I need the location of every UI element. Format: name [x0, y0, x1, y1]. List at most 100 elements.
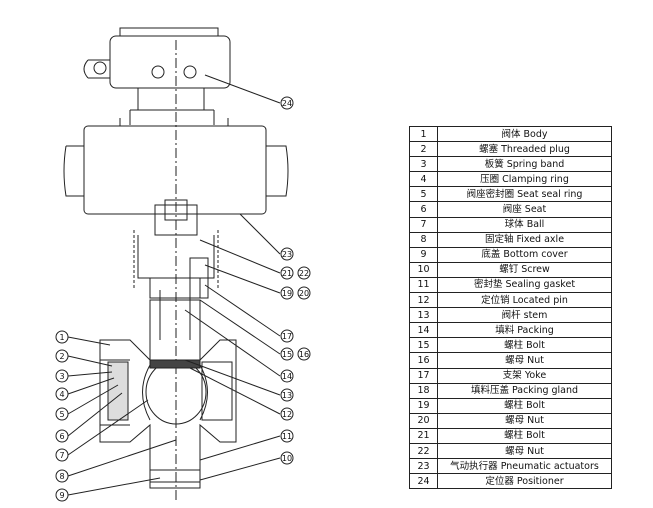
part-name: 气动执行器 Pneumatic actuators	[437, 458, 612, 475]
callout-15: 15	[282, 350, 292, 359]
part-name: 定位销 Located pin	[437, 292, 612, 309]
leader-lines-left	[67, 336, 177, 496]
part-name: 螺母 Nut	[437, 412, 612, 429]
callout-13: 13	[282, 391, 292, 400]
valve-body	[99, 299, 237, 489]
part-number: 4	[409, 171, 438, 188]
part-number: 17	[409, 367, 438, 384]
part-name: 板簧 Spring band	[437, 156, 612, 173]
part-number: 20	[409, 412, 438, 429]
callouts-right: 24 23 21 22 19 20 17 15 16 14 13 12 11 1…	[280, 96, 311, 465]
part-name: 密封垫 Sealing gasket	[437, 276, 612, 294]
part-number: 11	[409, 276, 438, 294]
part-number: 23	[409, 458, 438, 475]
part-number: 16	[409, 352, 438, 369]
part-number: 5	[409, 186, 438, 203]
callout-22: 22	[299, 269, 309, 278]
callout-21: 21	[282, 269, 292, 278]
part-number: 14	[409, 322, 438, 339]
callout-20: 20	[299, 289, 309, 298]
part-number: 9	[409, 246, 438, 263]
part-name: 填料压盖 Packing gland	[437, 382, 612, 399]
part-name: 螺塞 Threaded plug	[437, 141, 612, 158]
part-name: 阀杆 stem	[437, 307, 612, 324]
part-name: 阀体 Body	[437, 125, 612, 143]
callout-19: 19	[282, 289, 292, 298]
part-name: 填料 Packing	[437, 322, 612, 339]
part-name: 支架 Yoke	[437, 367, 612, 384]
part-number: 13	[409, 307, 438, 324]
callout-16: 16	[299, 350, 309, 359]
part-name: 阀座 Seat	[437, 201, 612, 218]
callout-1: 1	[59, 333, 64, 342]
actuator	[63, 118, 289, 236]
callout-9: 9	[59, 491, 64, 500]
part-name: 球体 Ball	[437, 216, 612, 233]
part-number: 15	[409, 337, 438, 354]
callout-24: 24	[282, 99, 292, 108]
callout-8: 8	[59, 472, 64, 481]
part-name: 螺母 Nut	[437, 352, 612, 369]
part-name: 螺柱 Bolt	[437, 397, 612, 414]
callout-10: 10	[282, 454, 292, 463]
callout-7: 7	[59, 451, 64, 460]
part-name: 定位器 Positioner	[437, 473, 612, 490]
callouts-left: 1 2 3 4 5 6 7 8 9	[55, 330, 69, 502]
part-number: 2	[409, 141, 438, 158]
part-number: 7	[409, 216, 438, 233]
part-name: 阀座密封圈 Seat seal ring	[437, 186, 612, 203]
part-name: 螺柱 Bolt	[437, 337, 612, 354]
callout-11: 11	[282, 432, 292, 441]
part-number: 3	[409, 156, 438, 173]
positioner	[83, 27, 231, 125]
callout-17: 17	[282, 332, 292, 341]
part-number: 18	[409, 382, 438, 399]
part-name: 螺钉 Screw	[437, 261, 612, 278]
part-number: 24	[409, 473, 438, 490]
part-number: 21	[409, 427, 438, 444]
callout-14: 14	[282, 372, 292, 381]
callout-2: 2	[59, 352, 64, 361]
part-number: 22	[409, 442, 438, 460]
callout-5: 5	[59, 410, 64, 419]
part-number: 8	[409, 231, 438, 248]
part-name: 压圈 Clamping ring	[437, 171, 612, 188]
leader-lines-right	[184, 74, 281, 481]
part-name: 螺母 Nut	[437, 442, 612, 460]
part-number: 10	[409, 261, 438, 278]
part-number: 6	[409, 201, 438, 218]
part-name: 固定轴 Fixed axle	[437, 231, 612, 248]
callout-23: 23	[282, 250, 292, 259]
part-name: 螺柱 Bolt	[437, 427, 612, 444]
callout-12: 12	[282, 410, 292, 419]
callout-6: 6	[59, 432, 64, 441]
part-number: 1	[409, 125, 438, 143]
yoke	[133, 40, 219, 500]
